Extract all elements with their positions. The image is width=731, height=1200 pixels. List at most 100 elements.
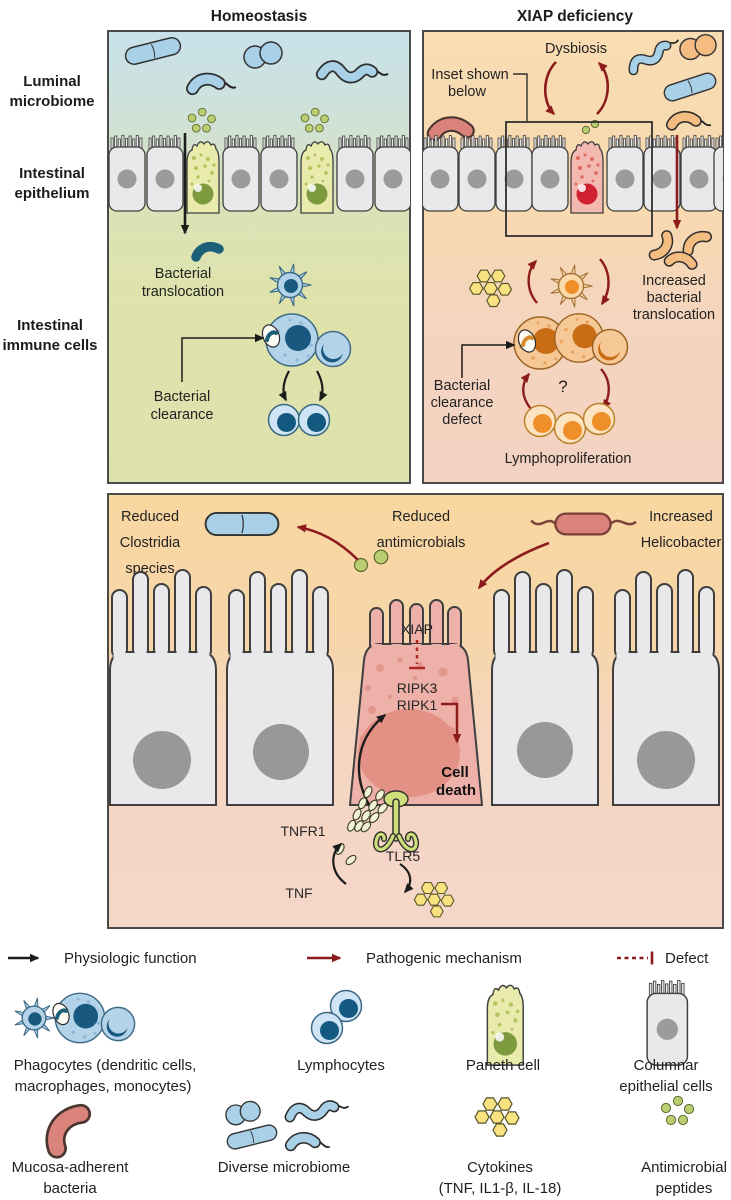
- panel-title-xiap-deficiency: XIAP deficiency: [517, 8, 633, 25]
- label-cell-death: Cell: [441, 764, 469, 781]
- label-luminal-microbiome: Luminal: [23, 73, 81, 90]
- dysbiosis-cycle-arrow: [596, 61, 610, 115]
- inset-note-connector: [513, 73, 528, 121]
- panel-inset: Reduced Clostridia species Reduced antim…: [107, 493, 724, 929]
- label-reduced-antimicrobials: Reduced: [392, 509, 450, 525]
- legend-monocyte-icon: [100, 1006, 136, 1042]
- label-bacterial-translocation: Bacterial: [155, 266, 211, 282]
- legend-columnar: Columnar: [633, 1057, 698, 1074]
- paneth-cell: [300, 141, 334, 214]
- label-increased-helicobacter: Increased: [649, 509, 713, 525]
- helicobacter-arrow: [477, 541, 550, 590]
- svg-text:Helicobacter: Helicobacter: [641, 535, 722, 551]
- legend-antimicrobial-peptides-icon: [660, 1095, 695, 1126]
- legend-cytokines: Cytokines: [467, 1159, 533, 1176]
- legend-antimicrobial: Antimicrobial: [641, 1159, 727, 1176]
- cycle-arrow: [527, 259, 538, 304]
- lymphocyte-icon: [267, 403, 301, 437]
- svg-text:defect: defect: [442, 412, 482, 428]
- svg-text:death: death: [436, 782, 476, 799]
- label-xiap: XIAP: [401, 621, 433, 637]
- legend: Physiologic function Pathogenic mechanis…: [8, 950, 727, 1197]
- paneth-cell: [186, 141, 220, 214]
- xiap-deficient-paneth-cell: [348, 599, 484, 806]
- paneth-nucleus: [358, 709, 460, 797]
- label-ripk3: RIPK3: [397, 680, 438, 696]
- label-bacterial-clearance-defect: Bacterial: [434, 378, 490, 394]
- legend-phagosome: [52, 1002, 70, 1026]
- lymphocyte-icon: [297, 403, 331, 437]
- panel-xiap-deficiency: Dysbiosis Inset shown below Increase: [422, 30, 724, 484]
- defect-symbol-icon: [617, 951, 654, 965]
- legend-dendritic-cell-icon: [14, 997, 54, 1038]
- cell-death-arrow: [441, 702, 462, 744]
- cycle-arrow: [599, 258, 610, 306]
- svg-text:antimicrobials: antimicrobials: [377, 535, 466, 551]
- clearance-pointer-line: [181, 333, 265, 382]
- translocated-bacterium-icon: [191, 241, 224, 262]
- svg-text:peptides: peptides: [656, 1180, 713, 1197]
- label-lymphoproliferation: Lymphoproliferation: [505, 451, 632, 467]
- svg-text:(TNF, IL1-β, IL-18): (TNF, IL1-β, IL-18): [439, 1180, 562, 1197]
- side-labels: Luminal microbiome Intestinal epithelium…: [2, 73, 97, 354]
- legend-mucosa-adherent: Mucosa-adherent: [12, 1159, 130, 1176]
- legend-paneth-cell-icon: [486, 984, 524, 1066]
- label-question-mark: ?: [558, 377, 567, 396]
- tlr5-receptor-icon: [372, 790, 420, 853]
- defective-phagosome: [517, 329, 537, 353]
- legend-pathogenic-mechanism: Pathogenic mechanism: [366, 950, 522, 967]
- peptide-dots-icon: [353, 549, 389, 573]
- legend-physiologic-function: Physiologic function: [64, 950, 197, 967]
- svg-text:epithelial cells: epithelial cells: [619, 1078, 712, 1095]
- svg-text:clearance: clearance: [431, 395, 494, 411]
- dying-paneth-cell: [570, 141, 604, 214]
- label-intestinal-immune-cells: Intestinal: [17, 317, 83, 334]
- legend-cytokines-icon: [475, 1098, 519, 1136]
- label-increased-bacterial-translocation: Increased: [642, 273, 706, 289]
- cycle-arrow: [520, 372, 532, 410]
- legend-lymphocytes: Lymphocytes: [297, 1057, 385, 1074]
- legend-phagocytes: Phagocytes (dendritic cells,: [14, 1057, 197, 1074]
- legend-paneth-cell: Paneth cell: [466, 1057, 540, 1074]
- monocyte-icon: [314, 330, 352, 368]
- label-bacterial-clearance: Bacterial: [154, 389, 210, 405]
- legend-mucosa-adherent-icon: [46, 1110, 88, 1148]
- reduced-clostridia-arrow: [296, 524, 359, 561]
- legend-lymphocyte-icon: [310, 1011, 344, 1045]
- svg-text:below: below: [448, 84, 486, 100]
- legend-diverse-microbiome-icon: [225, 1101, 349, 1152]
- legend-defect: Defect: [665, 950, 709, 967]
- panel-homeostasis: Bacterial translocation Bacterial cleara…: [107, 30, 411, 484]
- svg-text:bacteria: bacteria: [43, 1180, 97, 1197]
- label-tnf: TNF: [285, 885, 312, 901]
- svg-text:epithelium: epithelium: [14, 185, 89, 202]
- svg-text:clearance: clearance: [151, 407, 214, 423]
- orange-monocyte-icon: [591, 328, 629, 366]
- label-intestinal-epithelium: Intestinal: [19, 165, 85, 182]
- inset-outline-box: [505, 121, 653, 237]
- cell-nucleus: [253, 724, 309, 780]
- label-inset-note: Inset shown: [431, 67, 508, 83]
- svg-text:microbiome: microbiome: [9, 93, 94, 110]
- label-reduced-clostridia: Reduced: [121, 509, 179, 525]
- tlr5-to-tnf-arrow: [399, 863, 414, 894]
- clostridia-bacterium-icon: [204, 511, 280, 537]
- legend-diverse-microbiome: Diverse microbiome: [218, 1159, 351, 1176]
- division-arrow: [316, 370, 328, 402]
- tnf-to-tnfr1-arrow: [332, 842, 347, 885]
- orange-lymphocyte-icon: [582, 402, 616, 436]
- svg-text:bacterial: bacterial: [647, 290, 702, 306]
- svg-text:translocation: translocation: [142, 284, 224, 300]
- phagocytosed-bacterium: [261, 324, 281, 348]
- dysbiosis-cycle-arrow: [543, 61, 557, 116]
- clearance-defect-pointer: [461, 340, 516, 378]
- cell-nucleus: [133, 731, 191, 789]
- svg-text:macrophages, monocytes): macrophages, monocytes): [15, 1078, 192, 1095]
- svg-text:immune cells: immune cells: [2, 337, 97, 354]
- label-dysbiosis: Dysbiosis: [545, 41, 607, 57]
- svg-text:translocation: translocation: [633, 307, 715, 323]
- label-tlr5: TLR5: [386, 848, 420, 864]
- cell-nucleus: [517, 722, 573, 778]
- label-ripk1: RIPK1: [397, 697, 438, 713]
